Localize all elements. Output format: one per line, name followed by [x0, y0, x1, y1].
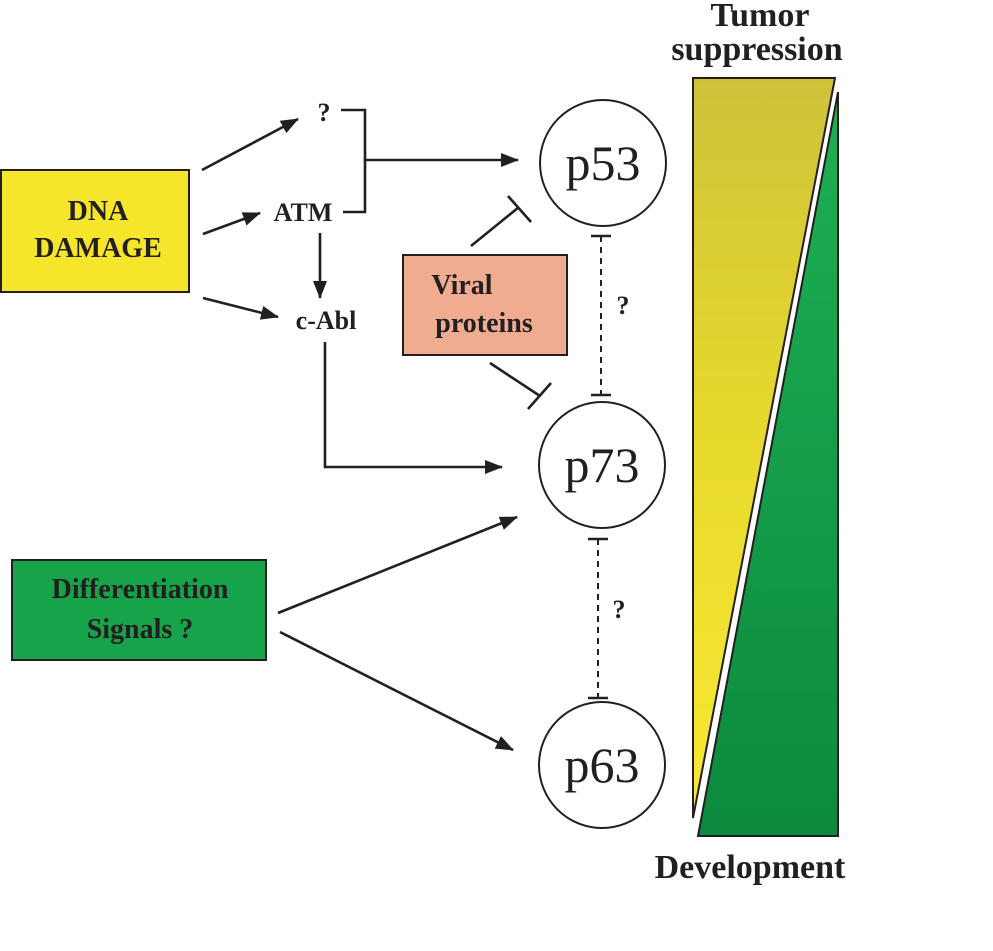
dna-damage-box: [0, 169, 190, 293]
tumor-suppression-wedge: [692, 77, 837, 819]
arrow-diff-to-p63: [279, 630, 514, 752]
inhibit-viral-p53-bar: [507, 195, 532, 223]
p53-label: p53: [566, 135, 641, 191]
p73-p63-question: ?: [613, 595, 626, 624]
p53-node: [539, 99, 667, 227]
inhibit-viral-p53: [470, 205, 520, 248]
development-wedge: [696, 91, 839, 837]
development-label: Development: [655, 849, 846, 886]
bracket-to-p53: [341, 108, 367, 214]
cabl-label: c-Abl: [296, 306, 357, 335]
differentiation-box: [11, 559, 267, 661]
arrow-damage-to-atm: [202, 211, 261, 236]
arrow-damage-to-cabl: [202, 296, 279, 320]
viral-proteins-line2: proteins: [435, 308, 533, 339]
dna-damage-label-line1: DNA: [68, 196, 129, 227]
tumor-label-line1: Tumor: [711, 0, 810, 34]
inhibit-viral-p73-bar: [527, 382, 552, 410]
atm-label: ATM: [274, 198, 333, 227]
arrow-diff-to-p73: [277, 515, 518, 615]
p73-label: p73: [565, 437, 640, 493]
viral-proteins-box: [402, 254, 568, 356]
arrow-cabl-to-p73: [323, 342, 503, 474]
tumor-label-line2: suppression: [671, 31, 842, 68]
inhibit-viral-p73: [489, 361, 541, 398]
differentiation-line2: Signals ?: [87, 614, 194, 645]
arrow-damage-to-unknown: [201, 117, 299, 172]
p73-node: [538, 401, 666, 529]
p63-node: [538, 701, 666, 829]
differentiation-line1: Differentiation: [52, 574, 229, 605]
unknown-mediator: ?: [318, 98, 331, 127]
dna-damage-label-line2: DAMAGE: [34, 233, 162, 264]
p63-label: p63: [565, 737, 640, 793]
p53-p73-question: ?: [617, 291, 630, 320]
viral-proteins-line1: Viral: [431, 270, 492, 301]
